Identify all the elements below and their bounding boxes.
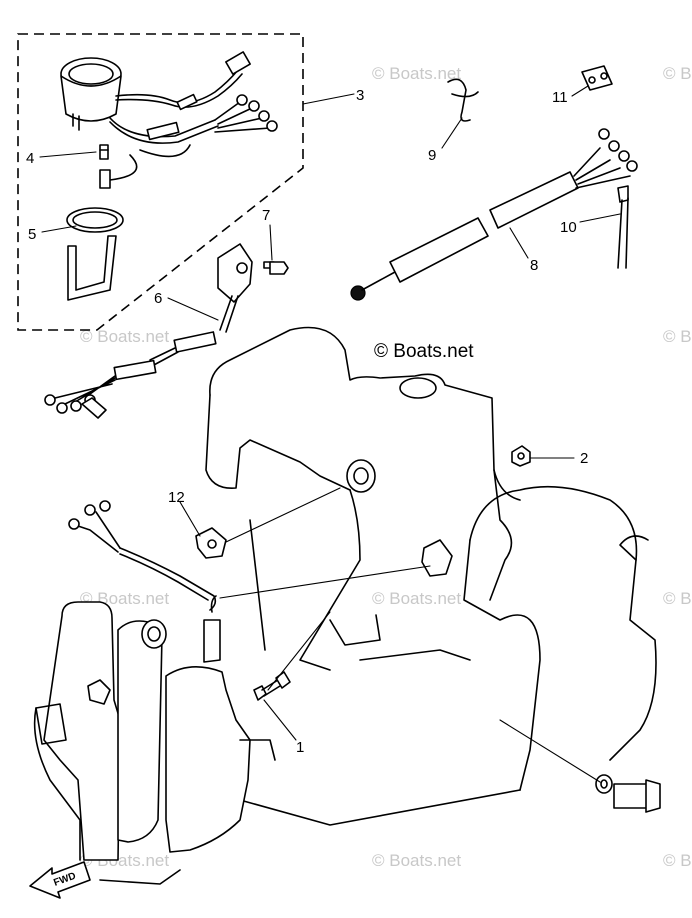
callout-labels: 1 2 3 4 5 6 7 8 9 10 11 12 — [26, 87, 588, 756]
tilt-motor-leads — [68, 500, 217, 611]
callout-11: 11 — [552, 89, 568, 106]
part-5-meter-bracket — [66, 207, 124, 301]
part-2-nut — [511, 445, 531, 467]
part-8-lead-wire — [350, 128, 638, 301]
fwd-arrow-icon: FWD — [29, 861, 91, 899]
part-12-cable-clamp — [195, 527, 227, 559]
callout-4: 4 — [26, 150, 34, 167]
callout-3: 3 — [356, 87, 364, 104]
meter-kit-dashed-box — [17, 33, 304, 331]
callout-10: 10 — [560, 219, 577, 236]
leader-lines — [39, 85, 621, 783]
part-11-clamp — [581, 65, 613, 91]
watermark: © Boats.net — [372, 589, 461, 608]
watermark: © Boats.net — [663, 589, 692, 608]
power-trim-tilt-unit — [33, 595, 276, 885]
watermark: © Boats.net — [372, 64, 461, 83]
watermark: © Boats.net — [663, 64, 692, 83]
part-10-tie-strap — [617, 185, 629, 269]
callout-5: 5 — [28, 226, 36, 243]
callout-8: 8 — [530, 257, 538, 274]
part-7-screw — [263, 261, 289, 275]
callout-2: 2 — [580, 450, 588, 467]
watermark: © Boats.net — [372, 851, 461, 870]
watermark-group: © Boats.net © Boats.net © Boats.net © Bo… — [80, 64, 692, 870]
part-1-bolt — [253, 671, 291, 701]
callout-9: 9 — [428, 147, 436, 164]
watermark: © Boats.net — [663, 851, 692, 870]
watermark: © Boats.net — [80, 327, 169, 346]
watermark: © Boats.net — [663, 327, 692, 346]
trim-meter-gauge — [60, 57, 122, 131]
callout-7: 7 — [262, 207, 270, 224]
boats-net-watermark: © Boats.net — [374, 341, 474, 362]
part-9-clip — [447, 78, 479, 122]
callout-1: 1 — [296, 739, 304, 756]
bottom-bolt-washer — [595, 774, 661, 813]
part-4-bolt — [99, 144, 109, 160]
callout-12: 12 — [168, 489, 185, 506]
part-6-trim-sender — [44, 243, 253, 419]
meter-harness — [99, 51, 278, 189]
clamp-bracket — [205, 326, 657, 826]
callout-6: 6 — [154, 290, 162, 307]
